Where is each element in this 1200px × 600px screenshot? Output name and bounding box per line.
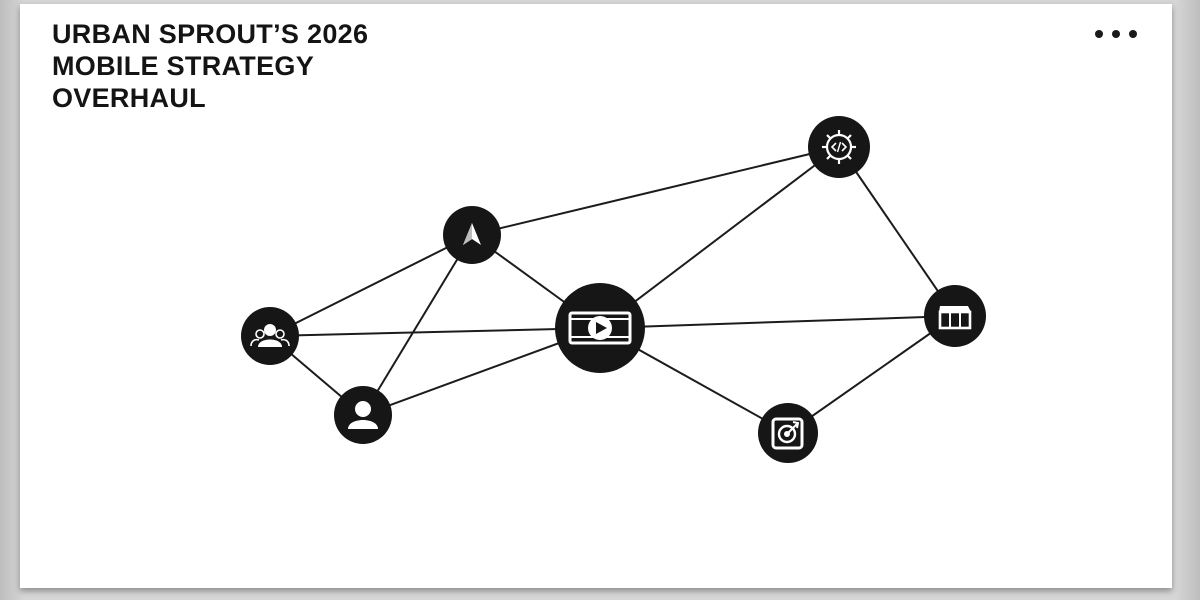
- user-icon: [348, 401, 378, 429]
- compass-icon: [463, 223, 481, 245]
- edge-video-store: [599, 315, 956, 329]
- gear-code-icon: [822, 130, 856, 164]
- compass-node[interactable]: [443, 206, 501, 264]
- edge-settings-store: [838, 146, 956, 317]
- user-node[interactable]: [334, 386, 392, 444]
- target-node[interactable]: [758, 403, 818, 463]
- edge-compass-user: [362, 234, 473, 416]
- target-icon: [771, 417, 804, 450]
- store-node[interactable]: [924, 285, 986, 347]
- video-player-icon: [568, 311, 632, 345]
- title-line-1: URBAN SPROUT’S 2026: [52, 19, 369, 49]
- settings-node[interactable]: [808, 116, 870, 178]
- more-options-button[interactable]: [1086, 24, 1146, 44]
- title-line-2: MOBILE STRATEGY: [52, 51, 315, 81]
- title-line-3: OVERHAUL: [52, 83, 206, 113]
- team-node[interactable]: [241, 307, 299, 365]
- edge-target-store: [787, 315, 956, 434]
- storefront-icon: [938, 306, 972, 330]
- slide-title: URBAN SPROUT’S 2026 MOBILE STRATEGY OVER…: [52, 18, 368, 114]
- more-dot: [1129, 30, 1137, 38]
- network-diagram: [241, 116, 986, 463]
- edge-compass-settings: [471, 146, 840, 236]
- more-dot: [1112, 30, 1120, 38]
- edge-team-video: [269, 327, 601, 337]
- slide-canvas: URBAN SPROUT’S 2026 MOBILE STRATEGY OVER…: [20, 4, 1172, 588]
- video-node[interactable]: [555, 283, 645, 373]
- more-horizontal-icon: [1095, 30, 1103, 38]
- edge-settings-video: [599, 146, 840, 329]
- people-icon: [250, 324, 290, 347]
- edge-compass-team: [269, 234, 473, 337]
